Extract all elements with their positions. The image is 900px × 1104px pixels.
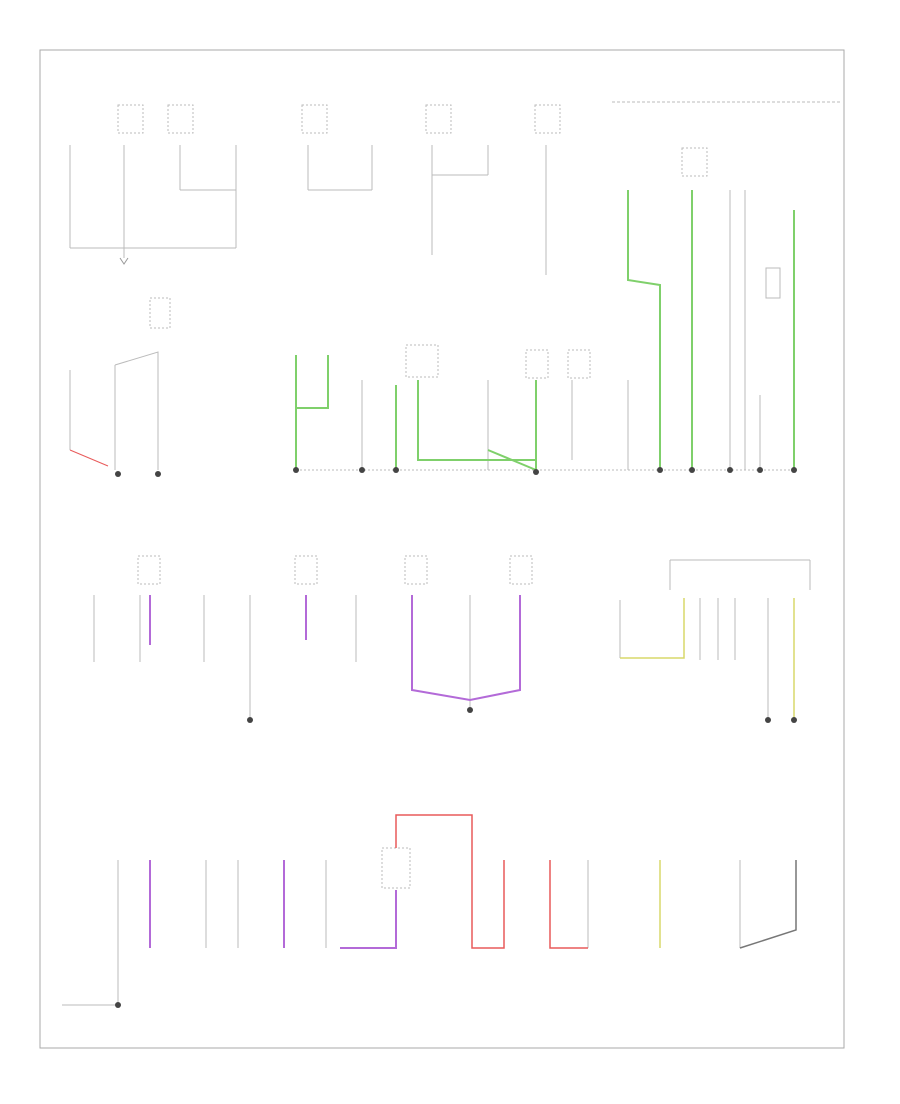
yellow-wires-row3 <box>620 598 795 720</box>
red-wire-short <box>69 449 109 467</box>
ground-dots-row3 <box>247 707 797 723</box>
ground-symbol <box>119 257 129 265</box>
ground-dots-row2 <box>115 467 797 477</box>
ground-dot-row4 <box>115 1002 121 1008</box>
row1-wires <box>69 104 731 470</box>
purple-wires-row3 <box>149 595 521 702</box>
green-wires-right <box>627 190 795 470</box>
row4-wires <box>62 847 741 1006</box>
row3-wires <box>93 555 811 720</box>
dark-wire-row4 <box>739 860 797 949</box>
row2-wires <box>69 297 796 471</box>
red-wires-row4 <box>395 814 588 949</box>
grey-wires-right <box>744 190 781 470</box>
green-wires-row2 <box>295 355 537 471</box>
purple-wires-row4 <box>149 860 397 949</box>
diagram-frame <box>39 49 845 1049</box>
